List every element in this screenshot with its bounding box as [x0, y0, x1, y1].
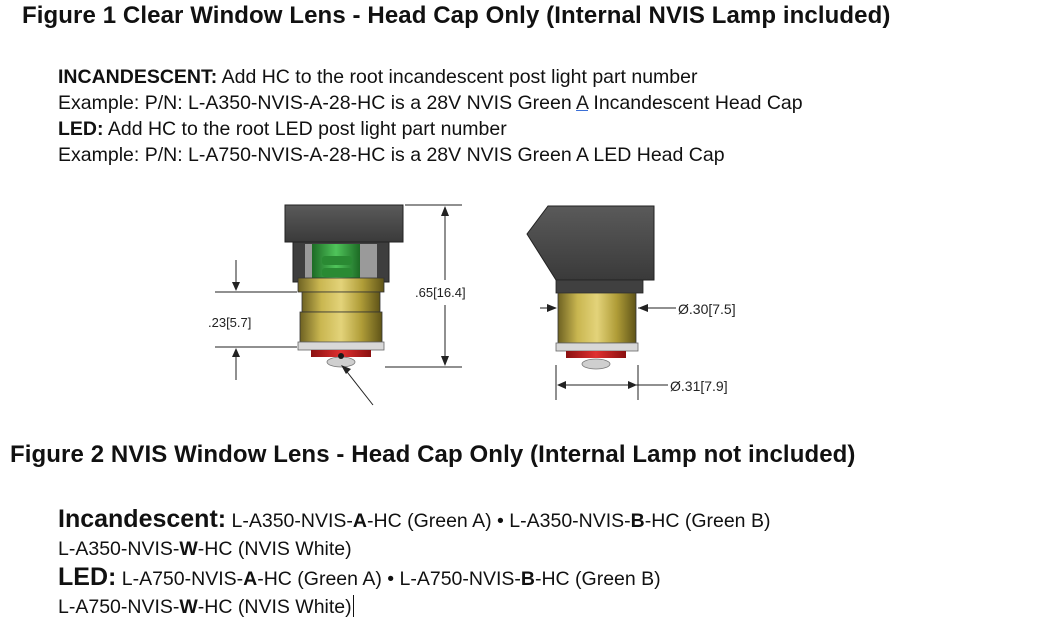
diameter-body-label: Ø.30[7.5]	[678, 301, 736, 317]
example-text-pre: Example: P/N: L-A350-NVIS-A-28-HC is a 2…	[58, 92, 577, 114]
part-number-list: Incandescent: L-A350-NVIS-A-HC (Green A)…	[58, 505, 770, 621]
underlined-a: A	[576, 92, 588, 114]
front-view-part	[284, 204, 404, 368]
led-b-post: -HC (Green B)	[534, 568, 661, 590]
led-text: Add HC to the root LED post light part n…	[103, 118, 507, 140]
incandescent-text: Add HC to the root incandescent post lig…	[217, 66, 698, 88]
text-caret[interactable]	[352, 595, 355, 617]
led-a-pre: L-A750-NVIS-	[116, 568, 244, 590]
incandescent-white-row: L-A350-NVIS-W-HC (NVIS White)	[58, 535, 770, 563]
led-w-bold: W	[179, 596, 198, 618]
led-a-post: -HC (Green A) • L-A750-NVIS-	[257, 568, 521, 590]
led-a-bold: A	[243, 568, 258, 590]
inc-w-bold: W	[179, 538, 198, 560]
led-line: LED: Add HC to the root LED post light p…	[58, 116, 803, 142]
figure-2-title: Figure 2 NVIS Window Lens - Head Cap Onl…	[10, 441, 856, 468]
height-total-label: .65[16.4]	[415, 285, 466, 300]
right-arrowheads	[547, 304, 648, 389]
inc-w-pre: L-A350-NVIS-	[58, 538, 180, 560]
inc-w-post: -HC (NVIS White)	[197, 538, 352, 560]
inc-a-pre: L-A350-NVIS-	[226, 510, 353, 532]
incandescent-label: INCANDESCENT:	[58, 66, 218, 88]
figure-1-title: Figure 1 Clear Window Lens - Head Cap On…	[22, 2, 891, 29]
left-arrowheads	[232, 206, 449, 374]
incandescent-example-line: Example: P/N: L-A350-NVIS-A-28-HC is a 2…	[58, 90, 803, 116]
height-small-label: .23[5.7]	[208, 315, 251, 330]
led-example-line: Example: P/N: L-A750-NVIS-A-28-HC is a 2…	[58, 144, 725, 166]
inc-b-bold: B	[630, 510, 645, 532]
led-b-bold: B	[520, 568, 535, 590]
led-w-post: -HC (NVIS White)	[197, 596, 352, 618]
inc-a-bold: A	[352, 510, 368, 532]
led-heading: LED:	[58, 563, 117, 591]
diameter-base-label: Ø.31[7.9]	[670, 378, 728, 394]
incandescent-line: INCANDESCENT: Add HC to the root incande…	[58, 64, 803, 90]
led-w-pre: L-A750-NVIS-	[58, 596, 180, 618]
example-text-post: Incandescent Head Cap	[587, 92, 803, 114]
inc-b-post: -HC (Green B)	[644, 510, 771, 532]
side-view-part	[526, 205, 655, 370]
led-white-row: L-A750-NVIS-W-HC (NVIS White)	[58, 593, 770, 621]
left-dimension-lines	[215, 204, 462, 406]
inc-a-post: -HC (Green A) • L-A350-NVIS-	[367, 510, 631, 532]
incandescent-parts-row: Incandescent: L-A350-NVIS-A-HC (Green A)…	[58, 505, 770, 535]
figure-1-description: INCANDESCENT: Add HC to the root incande…	[58, 64, 803, 168]
led-parts-row: LED: L-A750-NVIS-A-HC (Green A) • L-A750…	[58, 563, 770, 593]
incandescent-heading: Incandescent:	[58, 505, 227, 533]
led-label: LED:	[58, 118, 104, 140]
